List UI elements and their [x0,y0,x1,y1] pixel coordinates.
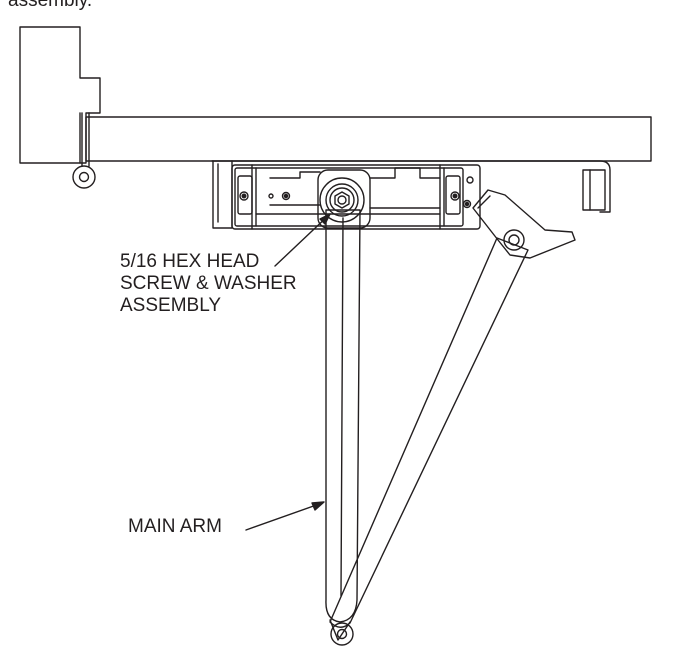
hex-head-callout-line-3: ASSEMBLY [120,295,222,316]
hex-head-callout-line-2: SCREW & WASHER [120,273,297,294]
closer-body [231,164,481,230]
door-frame [19,26,101,164]
main-arm [325,209,361,623]
forearm [329,237,529,646]
hex-head-callout: 5/16 HEX HEAD SCREW & WASHER ASSEMBLY [120,251,297,317]
caption-fragment: assembly. [8,0,93,11]
hex-head-callout-line-1: 5/16 HEX HEAD [120,251,260,272]
leader-main-arm [245,501,325,531]
hinge-ring [72,112,96,189]
spindle-housing [317,169,371,229]
leader-hex-head [274,213,331,267]
main-arm-callout: MAIN ARM [128,516,222,537]
door [85,116,652,162]
